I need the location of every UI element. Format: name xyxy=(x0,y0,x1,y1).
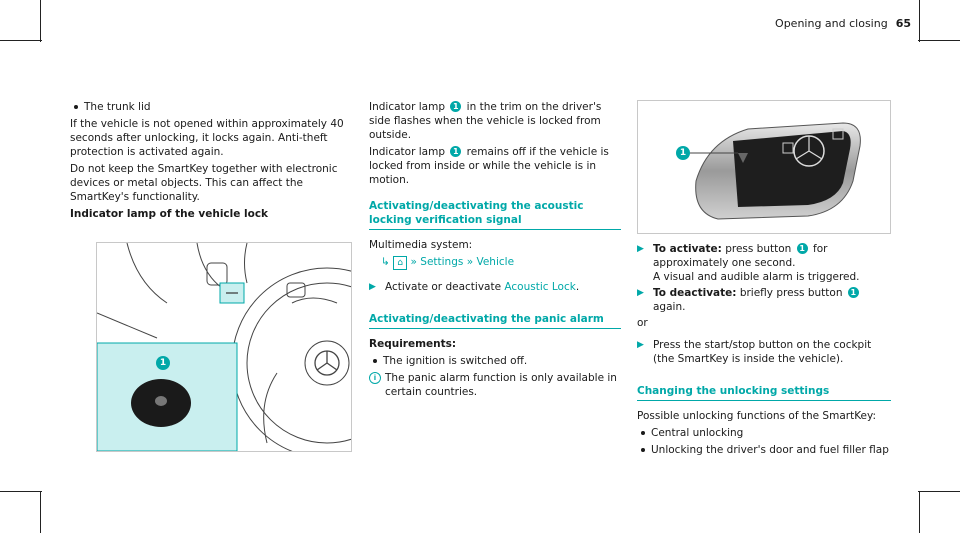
smartkey-illustration xyxy=(688,122,861,220)
path-arrow-icon: ↳ xyxy=(381,256,390,268)
crop-mark xyxy=(919,0,920,42)
action-arrow-icon: ▶ xyxy=(637,288,644,298)
text: To activate: xyxy=(653,243,722,255)
info-icon: i xyxy=(369,372,381,384)
crop-mark xyxy=(919,491,920,533)
crop-mark xyxy=(40,491,41,533)
crop-mark xyxy=(918,491,960,492)
text: Indicator lamp xyxy=(369,146,445,158)
list-item: The trunk lid xyxy=(70,100,352,114)
text: briefly press button xyxy=(739,287,843,299)
action-step: ▶ Press the start/stop button on the cock… xyxy=(637,338,891,366)
section-title: Opening and closing xyxy=(775,17,888,30)
callout-marker: 1 xyxy=(450,146,462,157)
paragraph: Indicator lamp 1 remains off if the vehi… xyxy=(369,145,621,187)
chevron-right-icon: » xyxy=(466,256,474,268)
text: The panic alarm function is only availab… xyxy=(385,372,617,398)
text: To deactivate: xyxy=(653,287,737,299)
steering-wheel-figure: 1 xyxy=(96,242,352,452)
action-step: ▶ To activate: press button 1 for approxi… xyxy=(637,242,891,284)
section-heading-unlocking: Changing the unlocking settings xyxy=(637,384,891,401)
action-arrow-icon: ▶ xyxy=(369,282,376,292)
requirements-label: Requirements: xyxy=(369,338,457,350)
column-right: ▶ To activate: press button 1 for approxi… xyxy=(637,242,891,460)
callout-marker: 1 xyxy=(847,287,859,298)
info-note: i The panic alarm function is only availa… xyxy=(369,371,621,399)
acoustic-lock-link[interactable]: Acoustic Lock xyxy=(504,281,576,293)
list-item: Unlocking the driver's door and fuel fil… xyxy=(637,443,891,457)
text: again. xyxy=(653,301,686,313)
action-step: ▶Activate or deactivate Acoustic Lock. xyxy=(369,281,580,293)
text: Activate or deactivate xyxy=(385,281,502,293)
multimedia-label: Multimedia system: xyxy=(369,239,473,251)
steering-wheel-illustration xyxy=(97,243,351,451)
page-header: Opening and closing 65 xyxy=(775,17,911,31)
subheading: Indicator lamp of the vehicle lock xyxy=(70,208,269,220)
column-left: The trunk lid If the vehicle is not open… xyxy=(70,100,352,224)
action-step: ▶ To deactivate: briefly press button 1 a… xyxy=(637,286,891,314)
crop-mark xyxy=(918,40,960,41)
or-label: or xyxy=(637,317,648,329)
page-number: 65 xyxy=(895,17,911,30)
paragraph: Indicator lamp 1 in the trim on the driv… xyxy=(369,100,621,142)
text: press button xyxy=(725,243,792,255)
menu-path: ↳ ⌂ » Settings » Vehicle xyxy=(381,255,621,270)
menu-vehicle[interactable]: Vehicle xyxy=(476,256,515,268)
action-arrow-icon: ▶ xyxy=(637,244,644,254)
callout-marker: 1 xyxy=(450,101,462,112)
menu-settings[interactable]: Settings xyxy=(420,256,464,268)
section-heading-panic: Activating/deactivating the panic alarm xyxy=(369,312,621,329)
list-item: The ignition is switched off. xyxy=(369,354,621,368)
text: remains off if the vehicle is locked fro… xyxy=(369,146,609,186)
text: for approximately one second. xyxy=(653,243,828,269)
text: Indicator lamp xyxy=(369,101,445,113)
smartkey-figure: 1 xyxy=(637,100,891,234)
crop-mark xyxy=(0,40,42,41)
text: Press the start/stop button on the cockp… xyxy=(653,339,872,365)
callout-marker: 1 xyxy=(796,243,808,254)
crop-mark xyxy=(40,0,41,42)
list-item: Central unlocking xyxy=(637,426,891,440)
text: in the trim on the driver's side flashes… xyxy=(369,101,602,141)
home-icon: ⌂ xyxy=(393,256,408,270)
paragraph: If the vehicle is not opened within appr… xyxy=(70,118,344,158)
callout-marker: 1 xyxy=(676,146,690,160)
callout-marker: 1 xyxy=(156,356,170,370)
column-middle: Indicator lamp 1 in the trim on the driv… xyxy=(369,100,621,402)
paragraph: Do not keep the SmartKey together with e… xyxy=(70,163,338,203)
section-heading-acoustic: Activating/deactivating the acoustic loc… xyxy=(369,199,621,230)
action-arrow-icon: ▶ xyxy=(637,340,644,350)
crop-mark xyxy=(0,491,42,492)
chevron-right-icon: » xyxy=(410,256,417,268)
text: A visual and audible alarm is triggered. xyxy=(653,271,860,283)
paragraph: Possible unlocking functions of the Smar… xyxy=(637,410,876,422)
